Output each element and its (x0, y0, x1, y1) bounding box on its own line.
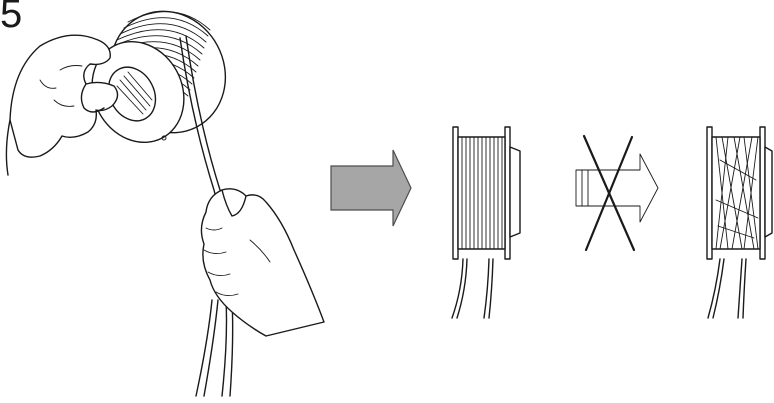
correct-arrow (331, 150, 411, 226)
spool-correct (452, 127, 520, 318)
winding-illustration (6, 0, 324, 396)
left-hand (6, 35, 117, 175)
right-hand (201, 189, 324, 336)
spool-in-hand (75, 0, 247, 159)
spool-incorrect (707, 127, 772, 318)
